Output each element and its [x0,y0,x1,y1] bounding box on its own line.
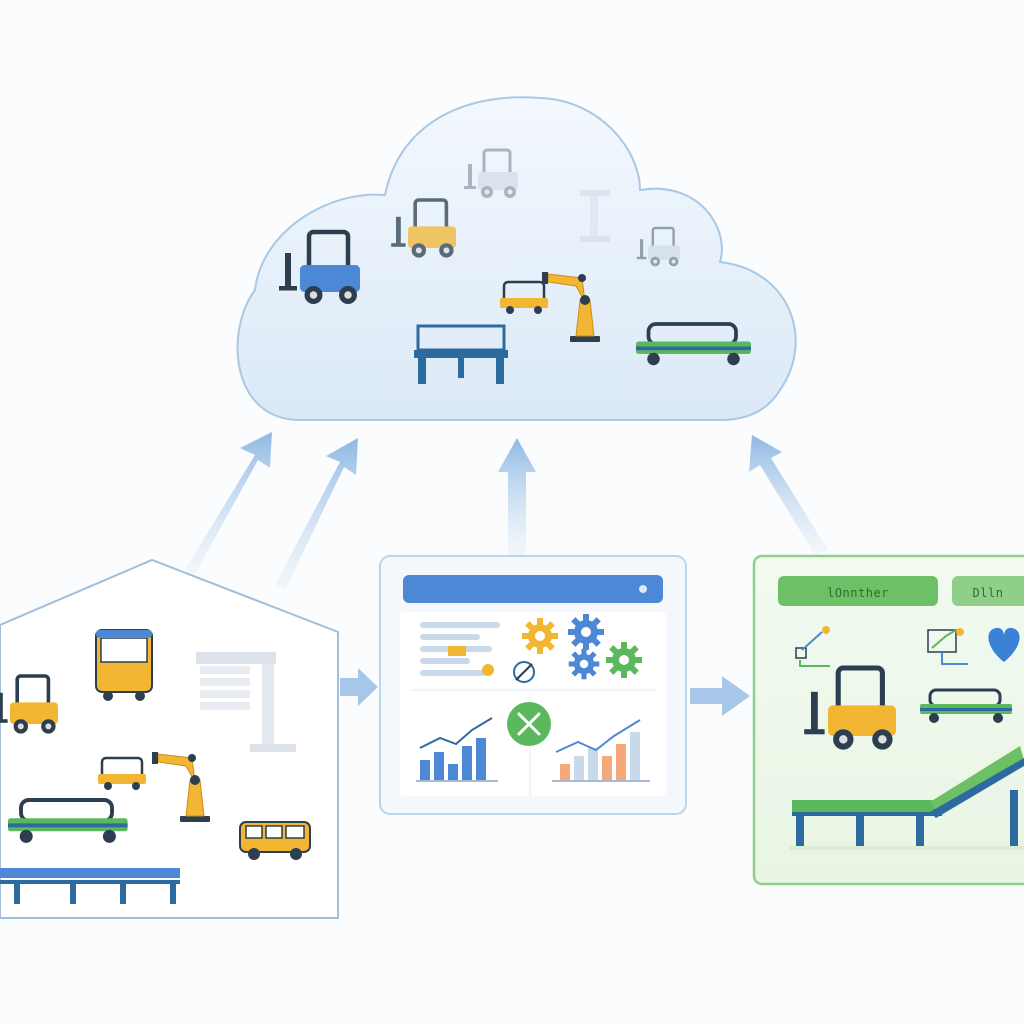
operations-tab-2[interactable] [952,576,1024,606]
tools-badge-icon [507,702,551,746]
heart-icon [988,627,1020,662]
arrow-dashboard-to-operations [690,676,750,716]
arrows-to-cloud [185,432,828,590]
operations-node [752,554,1024,886]
factory-node [0,558,339,919]
operations-tab-1-label: lOnnther [827,586,889,600]
dashboard-header-bar [403,575,663,603]
cloud-node [236,96,797,421]
arrow-factory-to-cloud-2 [275,438,358,590]
factory-outline [0,558,339,919]
operations-incline-conveyor-icon [790,746,1024,850]
factory-storage-rack-icon [196,652,296,752]
gear-yellow-icon [522,618,558,654]
operations-tab-2-label: Dlln [972,586,1004,600]
dashboard-node [379,555,687,815]
cloud-conveyor-station-icon [414,324,508,384]
arrow-dashboard-to-cloud [498,438,536,555]
dashboard-small-tool-icon [513,661,535,683]
faded-robot-icon [580,190,610,242]
cloud-shape [236,96,797,421]
arrow-operations-to-cloud [749,435,828,555]
gear-green-icon [606,642,642,678]
operations-tab-1[interactable] [778,576,938,606]
gear-blue-small-icon [568,648,600,680]
factory-conveyor-icon [0,868,180,904]
gear-blue-icon [568,614,604,650]
dashboard-chart-left [416,717,498,782]
arrow-factory-to-dashboard [340,668,378,706]
factory-bus-icon [95,629,153,701]
dashboard-gantt-list [420,622,500,676]
operations-workflow-icon-2 [927,628,968,665]
workflow-icon [795,626,830,667]
dashboard-chart-right [552,719,650,782]
arrow-factory-to-cloud-1 [185,432,272,574]
